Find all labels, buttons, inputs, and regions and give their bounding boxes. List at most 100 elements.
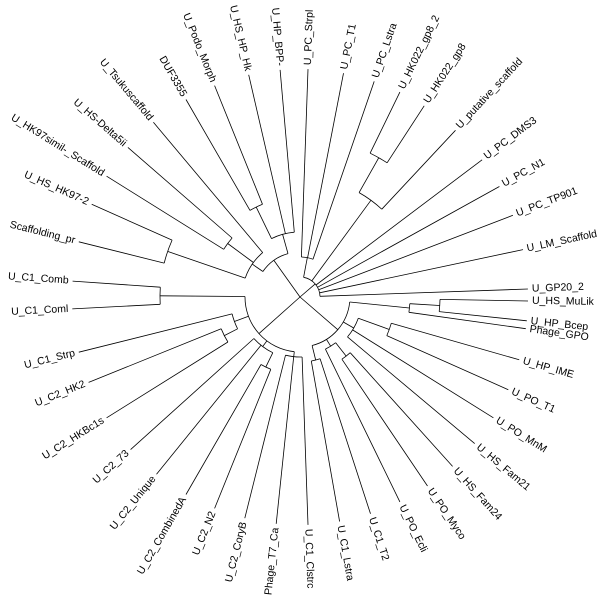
branch-arc [347, 318, 359, 338]
branch-line [273, 260, 301, 298]
branch-line [315, 159, 483, 286]
leaf-label: Scaffolding_pr [9, 219, 77, 247]
branch-line [106, 341, 229, 419]
leaf-label: U_PO_T1 [510, 386, 558, 416]
branch-line [386, 105, 425, 164]
branch-line [251, 263, 264, 272]
branch-line [299, 283, 316, 298]
branch-arc [262, 253, 289, 272]
branch-line [156, 344, 262, 475]
branch-line [214, 369, 272, 509]
leaf-label: U_PC_TP901 [514, 185, 579, 219]
leaf-label: U_C1_Clstrc [302, 529, 316, 589]
branch-line [282, 234, 289, 254]
leaf-label: U_PC_DMS3 [482, 114, 540, 162]
branch-arc [408, 303, 411, 313]
branch-line [255, 206, 272, 239]
leaf-label: U_HP_Bcep [530, 315, 589, 333]
branch-arc [271, 231, 295, 239]
branch-line [325, 348, 401, 503]
leaf-label: U_C1_T2 [366, 516, 391, 563]
branch-line [311, 345, 317, 361]
branch-line [349, 301, 410, 309]
branch-line [248, 74, 286, 234]
branch-arc [220, 328, 229, 343]
leaf-label: U_C2_Unique [108, 473, 159, 532]
branch-line [303, 257, 308, 278]
branch-line [167, 251, 246, 279]
branch-line [319, 358, 371, 514]
branch-line [352, 329, 494, 419]
branch-line [439, 311, 527, 322]
leaf-label: U_C2_HK2 [33, 378, 87, 409]
leaf-label: U_HP_IME [521, 355, 575, 381]
branch-line [301, 69, 309, 258]
branch-line [185, 364, 262, 495]
branch-arc [438, 299, 441, 312]
branch-line [391, 322, 520, 361]
leaf-label: U_HK022_gp8 [421, 41, 469, 105]
leaf-label: U_C1_Strp [23, 347, 76, 371]
leaf-label: U_HS_HP_Hk [227, 4, 254, 73]
leaf-label: U_GP20_2 [532, 281, 584, 295]
leaf-label: U_PC_Strpl [302, 9, 316, 65]
branch-line [224, 328, 238, 336]
branch-line [358, 157, 380, 193]
leaf-label: U_HS_Fam24 [451, 465, 505, 523]
branch-line [326, 339, 332, 347]
branch-arc [253, 338, 273, 354]
branch-line [130, 338, 255, 450]
branch-line [311, 199, 372, 282]
leaf-label: U_C1_Lstra [335, 524, 357, 581]
branch-line [358, 317, 390, 330]
leaf-label: U_C2_CombinedA [135, 495, 189, 577]
branch-arc [244, 296, 295, 353]
branch-line [318, 214, 514, 291]
leaf-label: U_C2_CoryB [223, 521, 250, 584]
branch-line [72, 303, 161, 310]
branch-line [78, 313, 233, 353]
branch-line [312, 81, 375, 260]
leaf-label: U_C1_Coml [11, 303, 69, 318]
leaf-label: U_LM_Scaffold [526, 228, 599, 255]
branch-line [310, 360, 340, 522]
branch-line [214, 85, 263, 205]
branch-line [319, 288, 528, 297]
branch-line [409, 303, 440, 306]
branch-line [408, 311, 526, 330]
branch-line [301, 356, 309, 525]
leaf-label: U_PO_Myco [425, 486, 468, 542]
branch-line [159, 295, 246, 297]
branch-line [106, 175, 224, 250]
leaf-label: U_HS_HK97-2 [22, 169, 90, 208]
branch-line [299, 296, 339, 331]
branch-arc [223, 237, 233, 250]
branch-line [234, 315, 249, 322]
leaf-label: U_PO_Ecli [397, 503, 430, 554]
branch-line [185, 99, 251, 211]
branch-line [88, 328, 222, 383]
leaf-label: U_Tsukuscaffold [97, 56, 156, 123]
branch-line [369, 91, 401, 154]
branch-line [319, 249, 524, 294]
branch-line [341, 358, 428, 487]
branch-line [386, 335, 509, 391]
leaf-label: U_HS_Fam21 [474, 441, 533, 493]
leaf-label: U_C2_N2 [190, 510, 218, 557]
leaf-label: U_putative_scaffold [454, 56, 526, 132]
branch-line [91, 203, 173, 241]
leaf-label: U_PC_T1 [338, 23, 359, 71]
leaf-label: U_HS_MuLik [532, 295, 595, 308]
leaf-label: U_HS-Delta5ii [71, 96, 129, 149]
leaf-label: U_PO_MnM [494, 415, 549, 456]
leaf-label: DUF3355 [157, 54, 190, 99]
branch-line [347, 336, 475, 444]
branch-line [72, 280, 161, 288]
branch-line [265, 352, 274, 368]
leaf-label: U_PC_Lstra [370, 21, 400, 79]
branch-line [335, 342, 347, 357]
branch-line [293, 351, 295, 357]
leaf-label: U_C1_Comb [8, 270, 70, 286]
